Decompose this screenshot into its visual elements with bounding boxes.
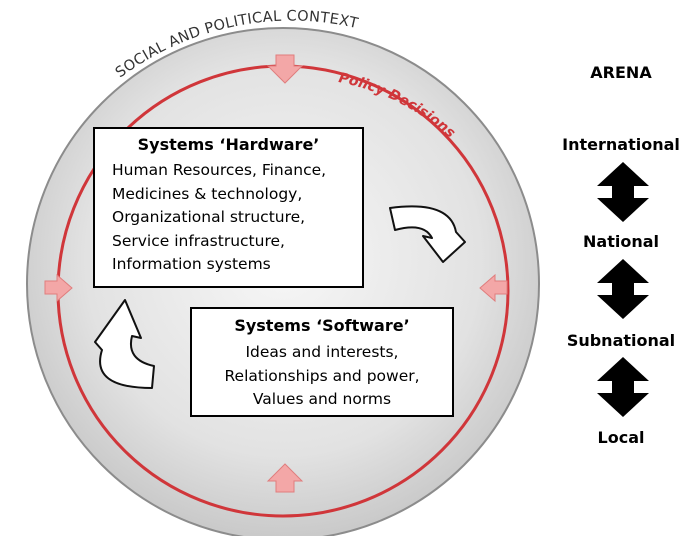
cycle-arrow-left [94, 299, 155, 389]
arena-level-subnational: Subnational [566, 331, 676, 350]
software-item: Relationships and power, [224, 366, 420, 385]
arena-level-local: Local [597, 428, 645, 447]
systems-hardware-box: Systems ‘Hardware’ Human Resources, Fina… [93, 127, 364, 288]
inward-arrow-right [479, 273, 508, 303]
inward-arrow-top [266, 54, 304, 84]
arena-heading: ARENA [590, 63, 652, 82]
hardware-item: Service infrastructure, [112, 231, 285, 250]
hardware-item: Information systems [112, 255, 271, 273]
inward-arrow-bottom [266, 463, 304, 493]
software-item: Ideas and interests, [245, 343, 399, 361]
hardware-item: Human Resources, Finance, [112, 161, 327, 179]
cycle-arrow-right [389, 205, 466, 263]
hardware-title: Systems ‘Hardware’ [137, 135, 320, 154]
inward-arrow-left [44, 273, 73, 303]
double-arrow-national-subnational [597, 259, 649, 319]
arena-level-national: National [583, 232, 659, 251]
software-title: Systems ‘Software’ [234, 316, 410, 335]
software-item: Values and norms [252, 390, 392, 408]
double-arrow-international-national [597, 162, 649, 222]
hardware-item: Medicines & technology, [112, 184, 303, 203]
arena-level-international: International [562, 135, 680, 154]
double-arrow-subnational-local [597, 357, 649, 417]
hardware-item: Organizational structure, [112, 208, 306, 226]
systems-software-box: Systems ‘Software’ Ideas and interests, … [190, 307, 454, 417]
